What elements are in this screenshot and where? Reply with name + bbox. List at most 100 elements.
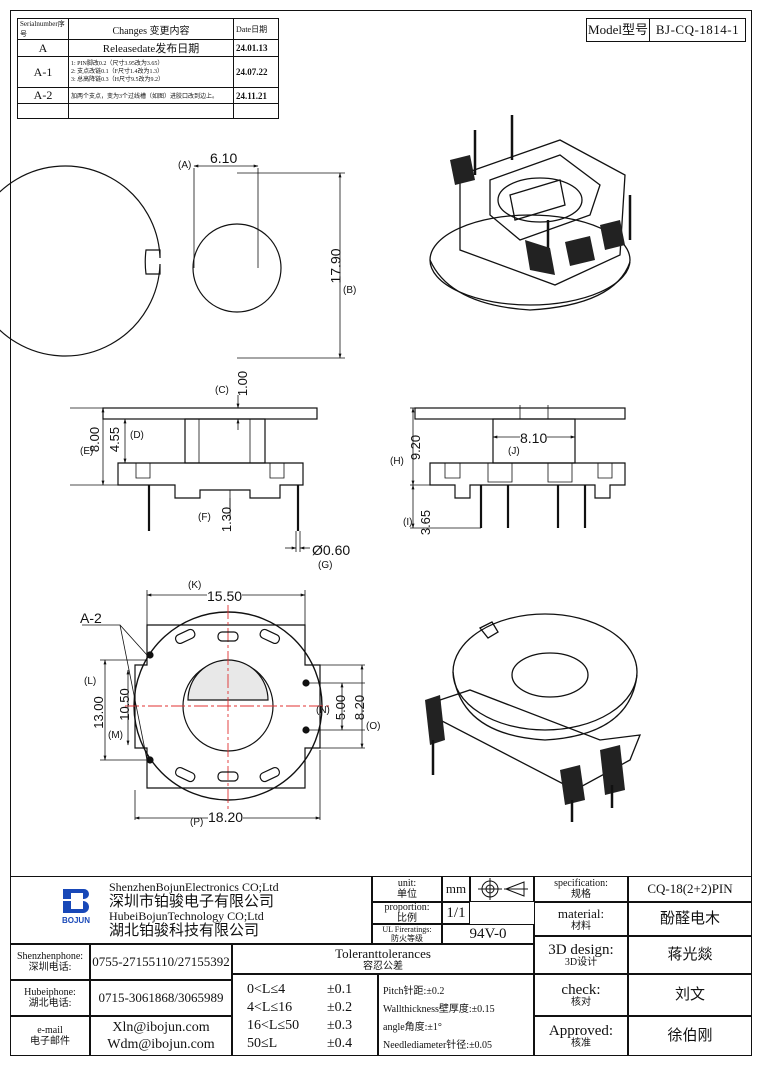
check-label-cn: 核对 [571,996,591,1008]
approved-label-en: Approved: [548,1022,614,1039]
revision-table: Serialnumber序号 Changes 变更内容 Date日期 A Rel… [17,18,279,119]
proportion-label-en: proportion: [384,902,430,913]
dim-label-c: (C) [215,385,229,396]
dim-value-a: 6.10 [210,150,238,166]
dim-label-o: (O) [366,721,381,732]
ul-value: 94V-0 [442,924,534,944]
tolerance-title-en: Toleranttolerances [335,945,431,961]
tolerance-value: ±0.3 [327,1018,353,1033]
tolerance-values: ±0.1 ±0.2 ±0.3 ±0.4 [327,981,352,1053]
unit-value: mm [442,876,470,902]
dim-value-e: 8.00 [87,426,103,453]
dim-value-d: 4.55 [107,426,123,453]
spec-value: CQ-18(2+2)PIN [628,876,752,902]
revision-header-row: Serialnumber序号 Changes 变更内容 Date日期 [17,18,279,40]
change-line: 3: 总高降链0.3（H尺寸9.5改为9.2） [71,77,165,83]
logo-text: BOJUN [61,916,90,925]
material-label-en: material: [557,905,605,921]
change-line: 2: 支点改链0.1（F尺寸1.4改为1.3） [71,69,164,75]
iso-view-flange-up [425,613,642,822]
design-label: 3D design: 3D设计 [534,936,628,974]
tolerance-title-cn: 容忍公差 [363,960,403,972]
dim-label-b: (B) [343,285,357,296]
ul-label: UL Fireratings: 防火等级 [372,924,442,944]
dim-label-j: (J) [508,446,520,457]
hb-phone-label: Hubeiphone: 湖北电话: [10,980,90,1016]
dim-value-l: 13.00 [90,696,106,729]
unit-label: unit: 单位 [372,876,442,902]
company-name-cn-1: 深圳市铂骏电子有限公司 [109,894,275,910]
spec-label-cn: 规格 [571,889,591,900]
dim-label-f: (F) [198,512,211,523]
sz-phone-label-en: Shenzhenphone: [16,951,84,962]
tolerance-range: 0<L≤4 [247,982,286,997]
title-block: BOJUN ShenzhenBojunElectronics CO;Ltd 深圳… [10,876,752,1056]
side-view [410,405,626,529]
proportion-label: proportion: 比例 [372,902,442,924]
dim-label-i: (I) [403,517,413,528]
serial-cell: A-2 [17,87,69,104]
tolerance-notes: Pitch针距:±0.2 Wallthickness壁厚度:±0.15 angl… [378,974,534,1056]
hb-phone-label-en: Hubeiphone: [24,987,76,998]
unit-label-en: unit: [397,878,417,889]
approved-label: Approved: 核准 [534,1016,628,1056]
hb-phone-value: 0715-3061868/3065989 [90,980,232,1016]
dim-value-g: Ø0.60 [312,542,351,558]
revision-row: A-1 1: PIN脚改0.2（尺寸3.95改为3.65） 2: 支点改链0.1… [17,56,279,88]
design-label-en: 3D design: [548,941,614,958]
sz-phone-value: 0755-27155110/27155392 [90,944,232,980]
proportion-label-cn: 比例 [397,913,417,924]
email-label-cn: 电子邮件 [30,1036,70,1047]
dim-value-k: 15.50 [207,588,243,604]
date-cell: 24.07.22 [233,56,279,88]
email-label-en: e-mail [37,1025,63,1036]
material-label-cn: 材料 [571,920,591,932]
serial-cell: A-1 [17,56,69,88]
email-label: e-mail 电子邮件 [10,1016,90,1056]
top-view-flange [0,164,345,359]
dim-label-d: (D) [130,430,144,441]
check-label: check: 核对 [534,974,628,1016]
tolerance-ranges: 0<L≤4 4<L≤16 16<L≤50 50≤L [247,981,299,1053]
unit-label-cn: 单位 [397,889,417,900]
bottom-view [82,590,365,820]
spec-label: specification: 规格 [534,876,628,902]
tolerance-title: Toleranttolerances 容忍公差 [232,944,534,974]
tolerance-range: 50≤L [247,1036,278,1051]
revision-row: A-2 加两个支点，变为3个过线槽（如图）进胶口改到边上。 24.11.21 [17,87,279,104]
company-name-en-1: ShenzhenBojunElectronics CO;Ltd [109,880,279,894]
dim-value-o: 8.20 [352,694,368,721]
dim-label-g: (G) [318,560,333,571]
email-value: Xln@ibojun.com Wdm@ibojun.com [90,1016,232,1056]
dim-label-e: (E) [80,446,94,457]
model-number: BJ-CQ-1814-1 [649,18,746,42]
company-name-block: ShenzhenBojunElectronics CO;Ltd 深圳市铂骏电子有… [109,880,279,940]
check-label-en: check: [561,981,601,998]
dim-value-b: 17.90 [327,248,344,284]
dim-label-n: (N) [316,705,330,716]
spec-label-en: specification: [554,878,608,889]
proportion-value: 1/1 [442,902,470,924]
dim-label-h: (H) [390,456,404,467]
check-value: 刘文 [628,974,752,1016]
tolerance-note: Needlediameter针径:±0.05 [383,1040,493,1051]
company-logo: BOJUN [59,889,93,929]
sz-phone-label: Shenzhenphone: 深圳电话: [10,944,90,980]
projection-icon [478,878,528,900]
material-value: 酚醛电木 [628,902,752,936]
dim-label-a: (A) [178,160,192,171]
design-value: 蒋光燚 [628,936,752,974]
material-label: material: 材料 [534,902,628,936]
hb-phone-label-cn: 湖北电话: [28,998,72,1009]
iso-view-pins-up [429,115,632,311]
dim-value-p: 18.20 [208,809,244,825]
design-label-cn: 3D设计 [564,956,598,968]
ul-label-en: UL Fireratings: [382,925,432,934]
change-line: 1: PIN脚改0.2（尺寸3.95改为3.65） [71,61,164,67]
tolerance-range: 16<L≤50 [247,1018,300,1033]
dim-label-m: (M) [108,730,123,741]
company-name-cn-2: 湖北铂骏科技有限公司 [109,923,260,939]
ul-label-cn: 防火等级 [391,934,423,943]
dim-label-p: (P) [190,817,204,828]
